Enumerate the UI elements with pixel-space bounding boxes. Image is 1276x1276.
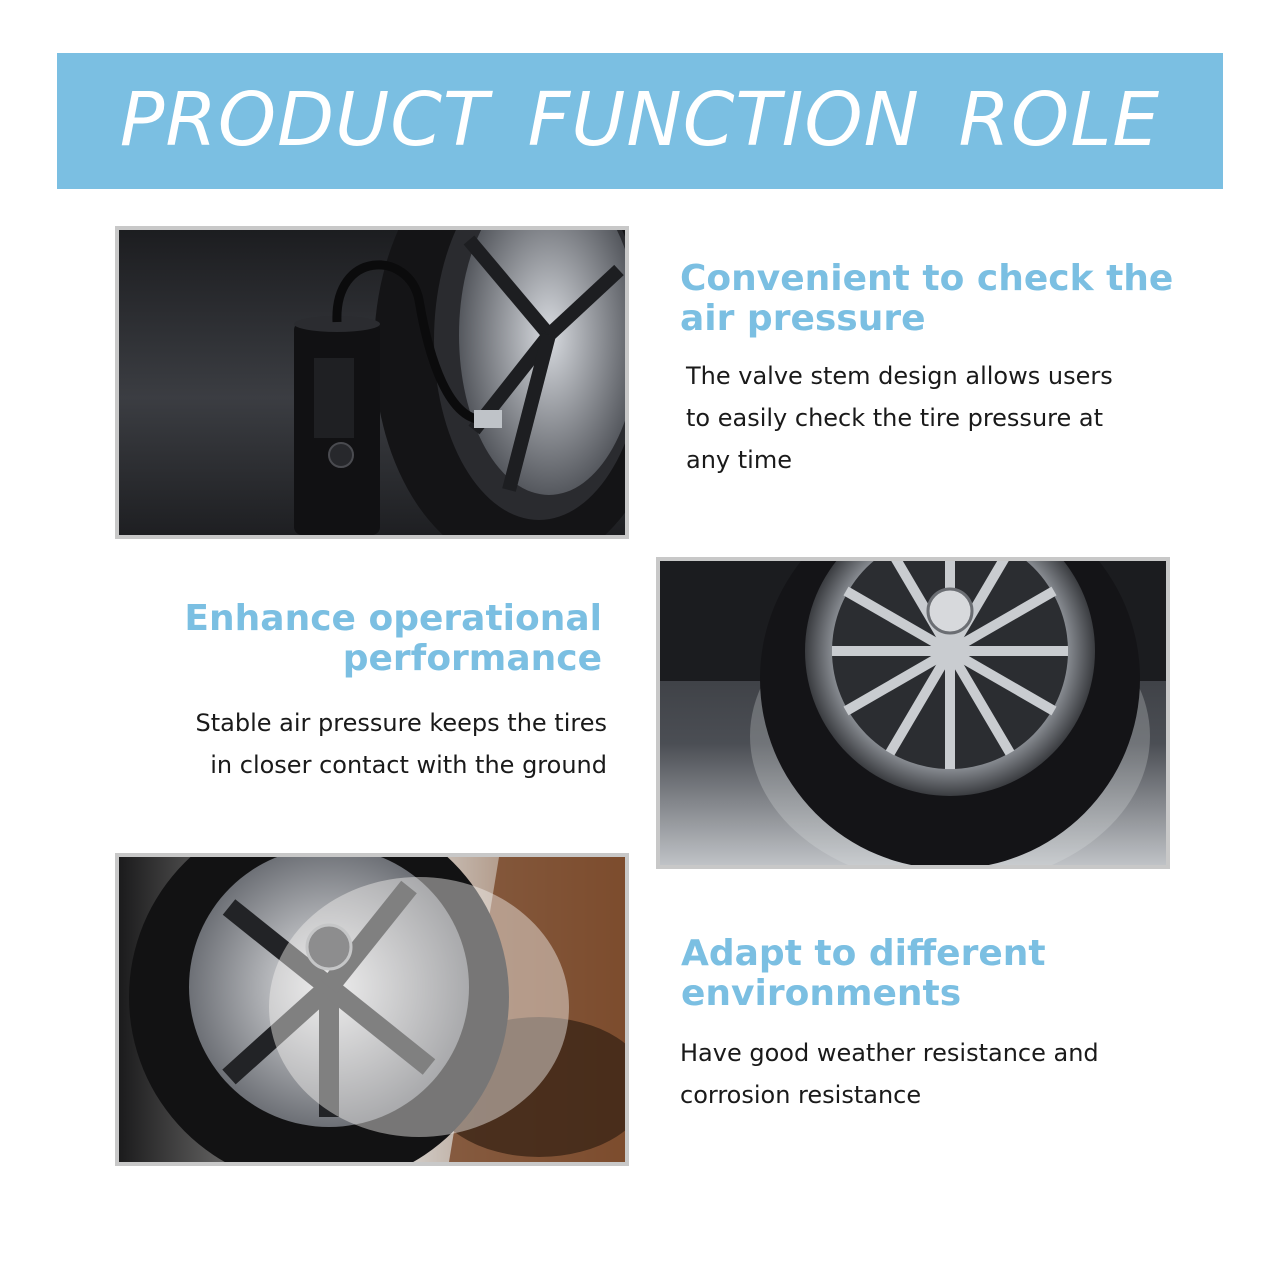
wheel-washing-photo (115, 853, 629, 1166)
section-3-body-line-1: Have good weather resistance and (680, 1039, 1099, 1067)
section-2-body-line-1: Stable air pressure keeps the tires (195, 709, 607, 737)
section-2-heading-line-1: Enhance operational (184, 598, 602, 639)
section-1-body-line-2: to easily check the tire pressure at (686, 404, 1103, 432)
section-3-heading: Adapt to different environments (681, 934, 1046, 1014)
section-1-heading: Convenient to check the air pressure (680, 259, 1173, 339)
section-3-heading-line-1: Adapt to different (681, 933, 1046, 974)
section-1-body-line-1: The valve stem design allows users (686, 362, 1113, 390)
section-1-heading-line-2: air pressure (680, 298, 926, 339)
car-wheel-photo (656, 557, 1170, 869)
tire-inflator-photo (115, 226, 629, 539)
title-banner: PRODUCT FUNCTION ROLE (57, 53, 1223, 189)
section-2-body-line-2: in closer contact with the ground (210, 751, 607, 779)
section-1-body: The valve stem design allows users to ea… (686, 355, 1146, 481)
section-3-body-line-2: corrosion resistance (680, 1081, 922, 1109)
banner-title: PRODUCT FUNCTION ROLE (119, 77, 1161, 163)
section-3-body: Have good weather resistance and corrosi… (680, 1032, 1099, 1116)
section-2-heading-line-2: performance (342, 638, 602, 679)
section-2-body: Stable air pressure keeps the tires in c… (196, 702, 607, 786)
section-1-heading-line-1: Convenient to check the (680, 258, 1174, 299)
section-3-heading-line-2: environments (681, 973, 962, 1014)
section-1-body-line-3: any time (686, 446, 792, 474)
section-2-heading: Enhance operational performance (184, 599, 602, 679)
